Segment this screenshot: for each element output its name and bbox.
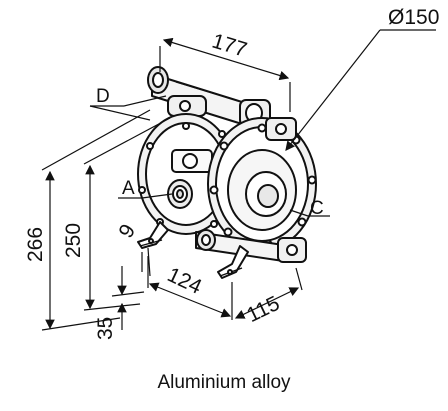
outlet-elbow [265, 117, 297, 141]
dim-bolt-hole: 9 [114, 220, 140, 242]
port-d-label: D [96, 86, 110, 107]
dim-foot-side: 115 [243, 292, 283, 327]
right-chamber [207, 117, 317, 251]
pump-body [137, 66, 317, 279]
port-a-label: A [122, 178, 135, 199]
dim-foot-front: 124 [164, 263, 206, 299]
left-foot [137, 221, 169, 249]
dim-diameter: Ø150 [388, 6, 439, 29]
port-c-label: C [310, 198, 324, 219]
right-foot [217, 245, 249, 279]
dimension-lines [41, 29, 436, 331]
dim-height-total: 266 [24, 227, 47, 262]
dim-width-top: 177 [209, 30, 249, 62]
top-manifold [147, 66, 271, 127]
dim-height-outlet: 250 [62, 223, 85, 258]
material-caption: Aluminium alloy [157, 372, 291, 393]
dim-base-height: 35 [94, 317, 117, 340]
